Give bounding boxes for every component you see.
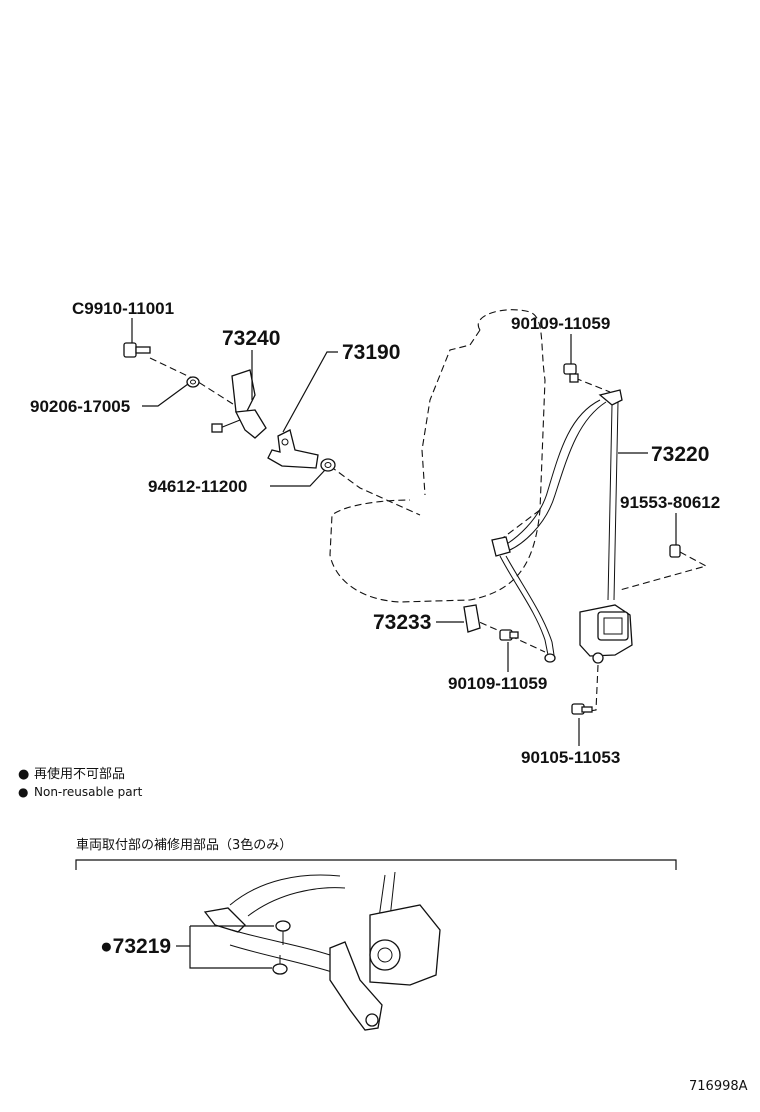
label-73190: 73190 xyxy=(342,341,400,364)
inset-panel: 車両取付部の補修用部品（3色のみ） ●73219 xyxy=(75,837,677,1031)
label-73240: 73240 xyxy=(222,327,280,350)
label-73233: 73233 xyxy=(373,611,431,634)
bracket-73190-icon xyxy=(267,429,319,469)
cover-73233-icon xyxy=(463,604,481,633)
label-90105-11053: 90105-11053 xyxy=(521,748,620,767)
leader-lines xyxy=(131,318,677,746)
retractor-belt-73220-icon xyxy=(491,389,633,664)
part-labels: C9910-11001 73240 73190 90206-17005 9461… xyxy=(30,299,720,767)
buckle-73240-icon xyxy=(211,369,267,439)
washer-90206-17005-icon xyxy=(186,376,200,388)
legend: ● 再使用不可部品 ● Non-reusable part xyxy=(18,766,143,799)
inset-drawing xyxy=(203,871,441,1031)
bolt-90109-11059-top-icon xyxy=(563,363,579,383)
label-73220: 73220 xyxy=(651,443,709,466)
washer-94612-11200-icon xyxy=(320,458,336,472)
bolt-90105-11053-icon xyxy=(571,703,593,715)
seat-outline xyxy=(329,309,546,603)
label-c9910-11001: C9910-11001 xyxy=(72,299,174,318)
label-94612-11200: 94612-11200 xyxy=(148,477,247,496)
bolt-c9910-11001-icon xyxy=(123,342,151,358)
label-90109-11059-bottom: 90109-11059 xyxy=(448,674,547,693)
bolt-90109-11059-bottom-icon xyxy=(499,629,519,641)
label-73219: ●73219 xyxy=(100,935,171,958)
legend-bullet-jp: ● xyxy=(18,767,29,782)
label-90206-17005: 90206-17005 xyxy=(30,397,130,416)
legend-bullet-en: ● xyxy=(18,785,28,799)
legend-text-en: Non-reusable part xyxy=(34,785,143,799)
inset-title: 車両取付部の補修用部品（3色のみ） xyxy=(76,837,292,853)
label-90109-11059-top: 90109-11059 xyxy=(511,314,610,333)
figure-id: 716998A xyxy=(689,1079,748,1094)
bolt-91553-80612-icon xyxy=(669,544,681,558)
legend-text-jp: 再使用不可部品 xyxy=(34,766,125,782)
label-91553-80612: 91553-80612 xyxy=(620,493,720,512)
